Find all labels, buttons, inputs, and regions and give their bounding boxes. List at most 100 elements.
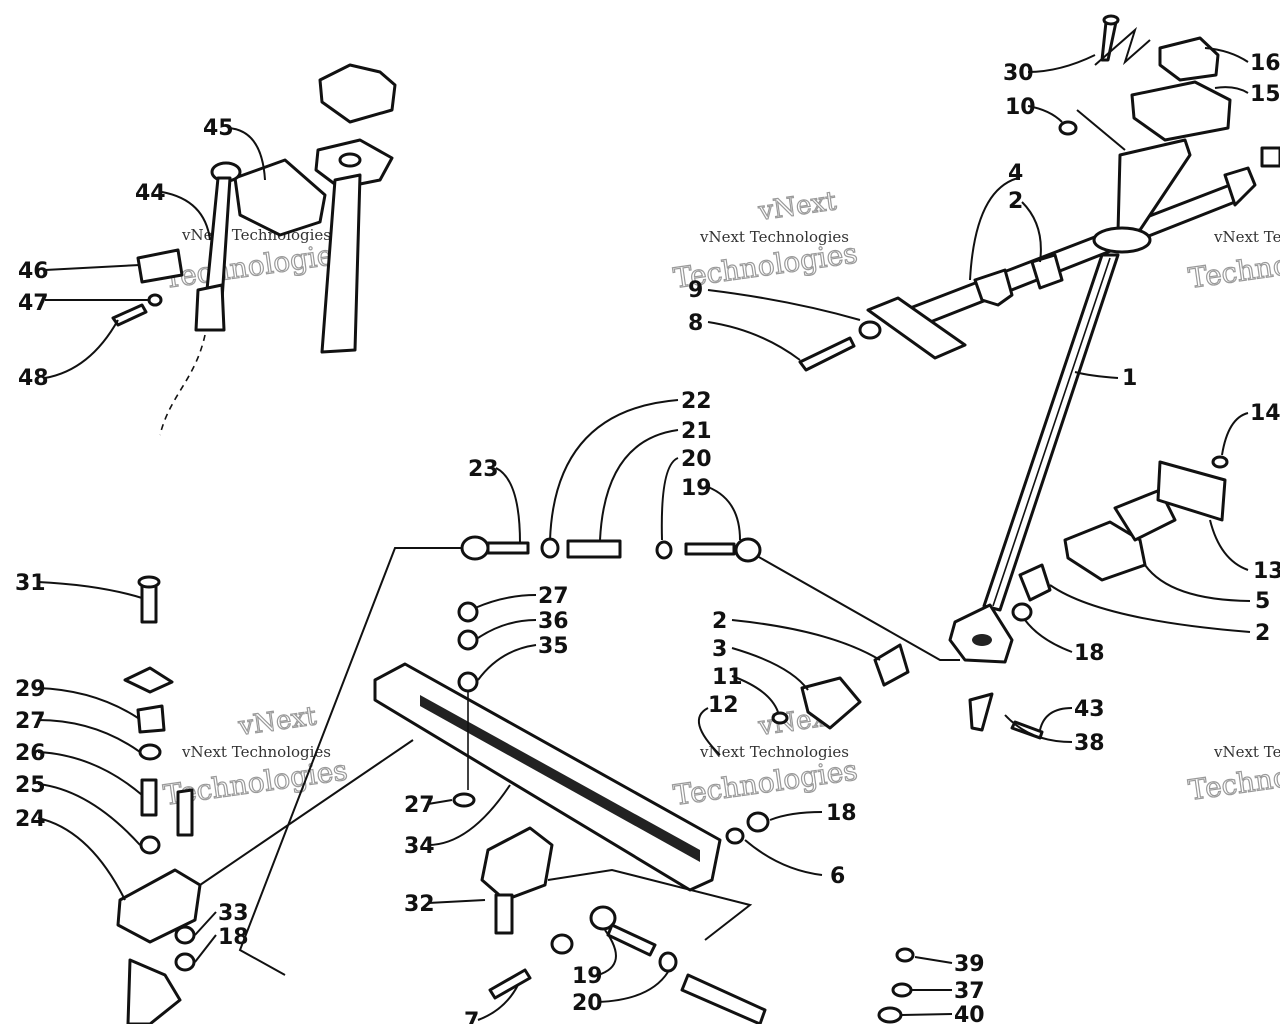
callout-22: 22 — [681, 389, 712, 414]
handlebar-crossbar — [903, 183, 1242, 330]
handlebar-clamp-right — [1223, 166, 1257, 207]
handlebar-cap-upper — [1158, 36, 1220, 82]
steering-block-bolt — [798, 336, 856, 372]
mounting-plate — [1156, 460, 1227, 522]
callout-33: 33 — [218, 901, 249, 926]
callout-13: 13 — [1253, 559, 1280, 584]
throttle-cable — [159, 334, 206, 436]
callout-5: 5 — [1255, 589, 1270, 614]
plate — [123, 666, 174, 694]
bushing-35 — [457, 601, 479, 623]
rod-outline — [547, 868, 753, 941]
callout-40: 40 — [954, 1003, 985, 1024]
nut-18 — [746, 811, 770, 833]
lower-tie-rod — [488, 905, 915, 1024]
nut-18c — [174, 952, 196, 972]
bushing — [1030, 253, 1064, 290]
washer-27b — [138, 743, 162, 761]
callout-2: 2 — [1255, 621, 1270, 646]
callout-37: 37 — [954, 979, 985, 1004]
bushing-25 — [139, 835, 161, 855]
callout-27: 27 — [404, 793, 435, 818]
callout-1: 1 — [1122, 366, 1137, 391]
stud — [176, 788, 194, 837]
jam-nut-right — [655, 540, 673, 560]
bolt-7 — [488, 968, 532, 1000]
steering-post-assembly — [749, 14, 1280, 740]
post-bolt — [968, 692, 994, 732]
tie-rod-sleeve — [566, 539, 622, 559]
nut — [1058, 120, 1078, 136]
callout-31: 31 — [15, 571, 46, 596]
steering-post-top-bracket — [1116, 138, 1192, 234]
callout-19: 19 — [572, 964, 603, 989]
callout-7: 7 — [464, 1009, 479, 1024]
bushing-left — [873, 643, 910, 687]
jam-nut-left — [540, 537, 560, 559]
callout-25: 25 — [15, 773, 46, 798]
callout-27: 27 — [15, 709, 46, 734]
callout-38: 38 — [1074, 731, 1105, 756]
callout-14: 14 — [1250, 401, 1280, 426]
left-spindle-stack — [116, 575, 202, 1024]
spindle-arm-assembly — [199, 601, 770, 941]
watermark-text: vNext Technologies — [699, 228, 849, 246]
callout-12: 12 — [708, 693, 739, 718]
callout-9: 9 — [688, 278, 703, 303]
bushing-lower — [1018, 563, 1052, 602]
washer-6 — [725, 827, 745, 845]
callout-23: 23 — [468, 457, 499, 482]
callout-18: 18 — [1074, 641, 1105, 666]
spindle-shaft — [494, 893, 514, 935]
handlebar-end — [1260, 146, 1280, 168]
watermark-text: vNext Technologies — [181, 743, 331, 761]
callout-27: 27 — [538, 584, 569, 609]
spindle-32 — [480, 826, 554, 902]
callout-labels: 30 16 15 10 4 2 9 8 1 14 13 5 2 18 43 38… — [15, 51, 1280, 1024]
callout-24: 24 — [15, 807, 46, 832]
washer-33 — [174, 925, 196, 945]
bolt — [1100, 20, 1118, 62]
callout-39: 39 — [954, 952, 985, 977]
callout-16: 16 — [1250, 51, 1280, 76]
callout-46: 46 — [18, 259, 49, 284]
throttle-housing — [233, 158, 327, 237]
watermark-right-edge: vNext Technologies Technologies vNext Te… — [1186, 228, 1280, 808]
callout-26: 26 — [15, 741, 46, 766]
steering-block — [866, 296, 967, 360]
washer — [771, 711, 789, 725]
bushing-35b — [457, 671, 479, 693]
mounting-nut — [1211, 455, 1229, 469]
ski-spindle-base — [126, 958, 182, 1024]
pin-26 — [140, 778, 158, 817]
steering-post-flange — [1092, 226, 1152, 254]
tie-rod-assembly — [238, 535, 762, 976]
steering-arm — [948, 603, 1014, 664]
jam-nut-lower — [658, 951, 678, 973]
bushing-36 — [457, 629, 479, 651]
washer-40 — [877, 1006, 903, 1024]
watermark-text: vNext Technologies — [1213, 743, 1280, 761]
callout-20: 20 — [572, 991, 603, 1016]
watermark-technologies: Technologies — [161, 236, 349, 294]
tie-rod-end-lower — [589, 905, 617, 931]
callout-34: 34 — [404, 834, 435, 859]
callout-43: 43 — [1074, 697, 1105, 722]
callout-29: 29 — [15, 677, 46, 702]
handlebar-cap-lower — [1130, 80, 1232, 142]
tie-rod-thread-right — [684, 542, 736, 556]
tie-rod-thread-left — [486, 541, 530, 555]
watermark-vnext: vNext — [756, 186, 839, 227]
callout-19: 19 — [681, 476, 712, 501]
callout-44: 44 — [135, 181, 166, 206]
callout-18: 18 — [218, 925, 249, 950]
callout-30: 30 — [1003, 61, 1034, 86]
callout-6: 6 — [830, 864, 845, 889]
callout-15: 15 — [1250, 82, 1280, 107]
nut-39 — [895, 947, 915, 963]
clamp-half — [973, 268, 1014, 307]
callout-3: 3 — [712, 637, 727, 662]
leader-lines — [37, 47, 1251, 1021]
tie-rod-end-left — [460, 535, 490, 561]
